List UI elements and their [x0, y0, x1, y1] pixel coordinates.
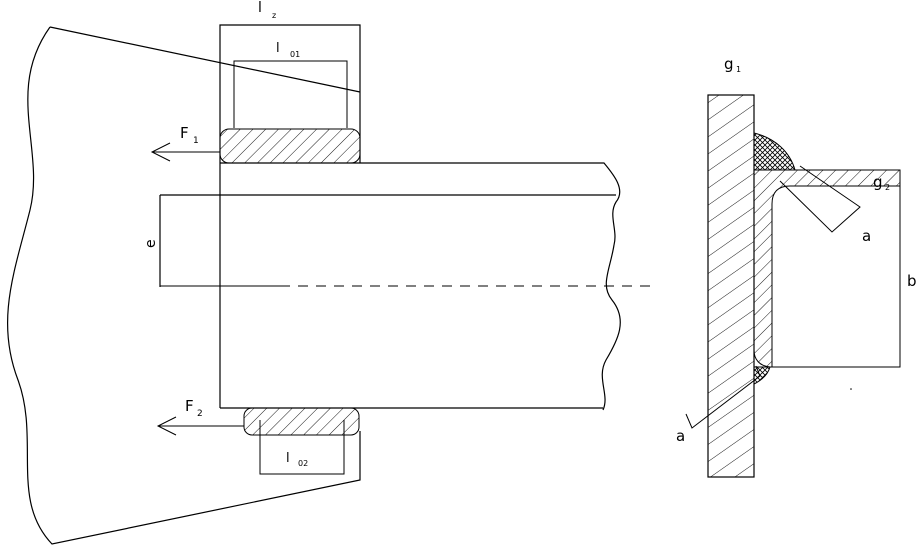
weld-throat-a-lower-label: a — [676, 427, 685, 445]
thickness-g2-label: g 2 — [873, 173, 890, 192]
l02-letter: l — [286, 451, 290, 466]
eccentricity-e-label: e — [143, 239, 159, 248]
f2-subscript: 2 — [197, 409, 203, 419]
f2-letter: F — [185, 397, 194, 415]
l01-subscript: 01 — [290, 50, 300, 59]
dimension-lz-label: l z — [258, 0, 276, 20]
stray-dot — [850, 388, 852, 390]
dimension-l02-label: l 02 — [286, 451, 308, 468]
base-plate-top-edge — [49, 26, 361, 93]
upper-weld-seam — [219, 128, 361, 164]
force-f2-label: F 2 — [185, 397, 203, 419]
lower-weld-seam — [243, 407, 360, 436]
g1-subscript: 1 — [736, 65, 741, 74]
force-f1-label: F 1 — [180, 124, 199, 146]
lz-subscript: z — [272, 11, 276, 20]
l01-letter: l — [276, 41, 280, 56]
angle-profile-top-flange — [220, 162, 621, 246]
thickness-g1-label: g 1 — [724, 55, 741, 74]
force-f1-arrow-icon — [150, 142, 220, 162]
dimension-b-label: b — [907, 272, 917, 290]
force-f2-arrow-icon — [156, 416, 244, 436]
g2-subscript: 2 — [885, 183, 890, 192]
lower-fillet-weld — [753, 366, 771, 385]
l02-subscript: 02 — [298, 459, 308, 468]
dimension-l01-line — [233, 60, 348, 128]
g2-letter: g — [873, 173, 883, 191]
angle-cross-section — [753, 169, 901, 368]
dimension-l01-label: l 01 — [276, 41, 300, 59]
lz-letter: l — [258, 0, 262, 16]
weld-throat-a-upper-label: a — [862, 227, 871, 245]
f1-subscript: 1 — [193, 136, 199, 146]
angle-profile-body — [159, 194, 621, 411]
g1-letter: g — [724, 55, 734, 73]
plate-cross-section — [707, 94, 755, 478]
upper-fillet-weld — [753, 132, 796, 171]
dimension-l02-line — [259, 420, 345, 475]
f1-letter: F — [180, 124, 189, 142]
dimension-b-line — [772, 186, 901, 368]
base-plate-break-outline — [7, 26, 361, 545]
gusset-plate-outline — [219, 24, 361, 408]
upper-weld-throat-marker — [779, 165, 861, 233]
lower-weld-throat-marker — [685, 365, 761, 429]
